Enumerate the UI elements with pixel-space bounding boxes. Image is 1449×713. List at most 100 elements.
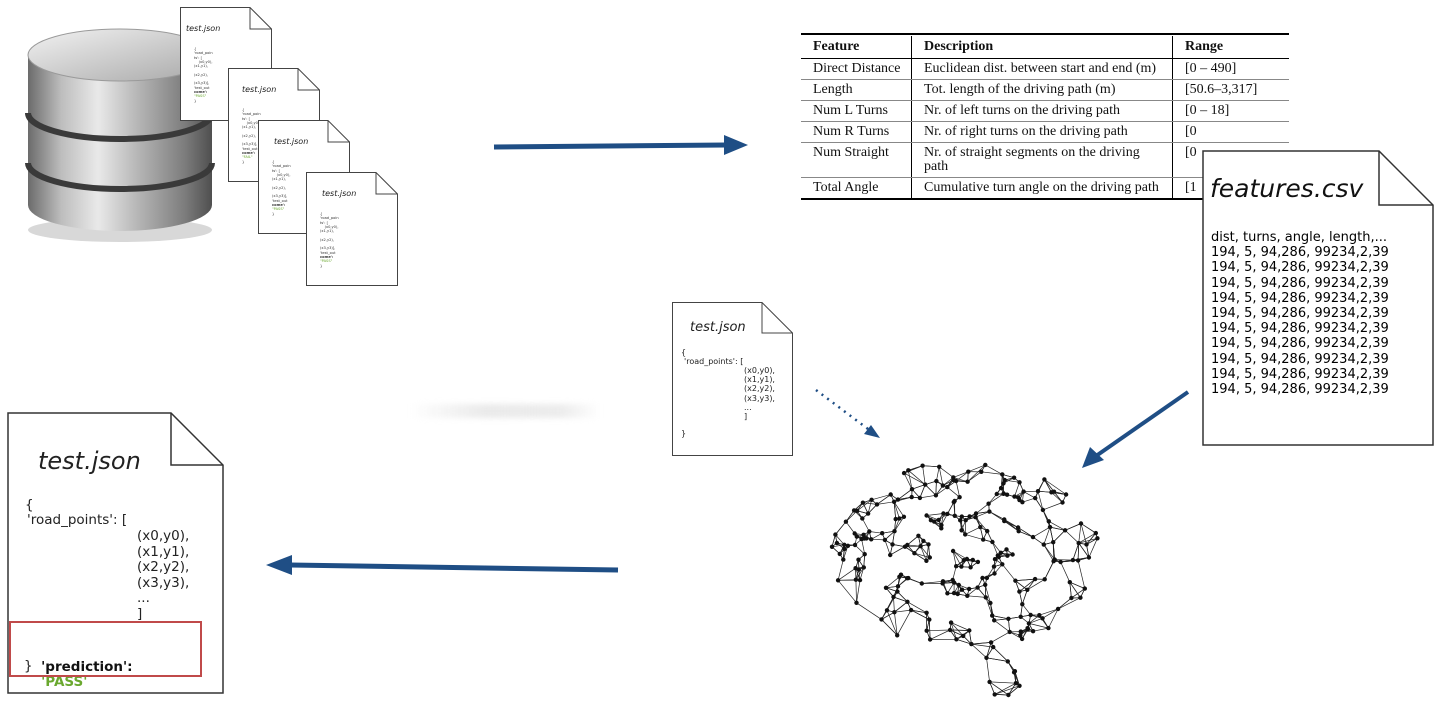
network-node: [906, 468, 911, 473]
network-node: [927, 637, 933, 642]
network-node: [939, 526, 944, 531]
network-node: [1076, 540, 1081, 546]
network-node: [895, 497, 901, 502]
network-edge: [928, 619, 931, 640]
stacked-doc-line: "FAIL": [242, 155, 253, 160]
network-node: [1004, 492, 1010, 497]
network-node: [1046, 519, 1051, 524]
network-node: [862, 552, 867, 557]
network-node: [859, 536, 864, 542]
network-edge: [986, 657, 1008, 662]
network-edge: [1071, 588, 1086, 599]
network-edge: [1080, 523, 1087, 545]
stacked-doc-line: (x2,y2),: [272, 185, 286, 190]
network-node: [845, 543, 851, 548]
network-node: [984, 655, 989, 660]
network-edge: [919, 484, 926, 499]
network-node: [1078, 521, 1084, 526]
network-edge: [994, 618, 1009, 621]
network-edge: [894, 601, 908, 613]
network-node: [917, 495, 923, 501]
csv-row: 194, 5, 94,286, 99234,2,39: [1211, 306, 1389, 322]
network-node: [985, 528, 990, 534]
network-node: [864, 536, 869, 541]
network-node: [926, 542, 931, 547]
network-node: [865, 511, 871, 516]
network-node: [1005, 659, 1010, 664]
network-node: [1006, 692, 1011, 698]
network-edge: [886, 610, 898, 636]
table-cell-range: [0 – 490]: [1172, 58, 1289, 80]
network-edge: [1021, 589, 1028, 605]
stacked-doc-line: (x2,y2),: [320, 237, 334, 242]
arrow-to-features: [493, 135, 748, 155]
network-edge: [881, 611, 895, 620]
network-edge: [950, 622, 964, 637]
network-node: [994, 491, 999, 497]
network-node: [983, 595, 988, 600]
network-node: [927, 617, 932, 622]
network-node: [1037, 613, 1042, 618]
network-node: [892, 610, 897, 615]
network-edge: [952, 550, 962, 567]
network-edge: [924, 484, 937, 496]
network-node: [991, 644, 996, 650]
network-node: [973, 515, 978, 520]
arrow-csv-to-model: [1082, 390, 1190, 468]
network-node: [895, 633, 900, 638]
network-edge: [947, 486, 960, 498]
network-node: [1041, 542, 1046, 547]
network-edge: [855, 579, 857, 603]
stacked-doc-line: (x3,y3)],: [242, 142, 258, 147]
network-edge: [911, 484, 926, 490]
network-node: [852, 542, 858, 548]
network-node: [978, 524, 983, 530]
network-node: [951, 590, 957, 596]
csv-row: 194, 5, 94,286, 99234,2,39: [1211, 366, 1389, 382]
stacked-doc-line: 'test_out: [320, 250, 336, 255]
network-edge: [922, 465, 926, 485]
network-node: [869, 497, 874, 502]
stacked-doc-line: (x3,y3)],: [194, 81, 210, 86]
network-edge: [981, 471, 1003, 475]
network-edge: [1072, 557, 1089, 561]
network-node: [945, 511, 950, 517]
network-edge: [871, 494, 891, 501]
network-node: [1020, 500, 1025, 505]
network-node: [980, 575, 985, 581]
network-edge: [1009, 631, 1023, 640]
network-node: [1007, 629, 1012, 635]
input-json-document: test.json { 'road_points': [ (x0,y0),(x1…: [672, 302, 793, 456]
network-edge: [993, 620, 1010, 633]
network-node: [901, 514, 907, 519]
network-edge: [1022, 603, 1031, 616]
network-node: [998, 550, 1003, 555]
network-edge: [907, 544, 921, 547]
network-edge: [896, 609, 912, 636]
network-edge: [911, 609, 927, 614]
network-node: [979, 469, 984, 474]
network-node: [897, 516, 902, 521]
network-node: [920, 463, 925, 468]
network-edge: [949, 629, 964, 637]
network-node: [984, 575, 990, 581]
table-cell-description: Euclidean dist. between start and end (m…: [911, 58, 1173, 80]
network-node: [1017, 683, 1022, 688]
network-edge: [876, 501, 895, 505]
stacked-doc-line: come':: [320, 254, 334, 259]
network-node: [947, 627, 953, 633]
network-edge: [1078, 537, 1098, 544]
network-edge: [894, 518, 900, 532]
network-node: [1082, 586, 1087, 591]
stacked-doc-line: {: [272, 160, 275, 164]
stacked-doc-line: }: [272, 211, 275, 216]
network-node: [1051, 540, 1056, 545]
stacked-doc-line: }: [194, 98, 197, 103]
network-edge: [1015, 580, 1028, 591]
network-edge: [1077, 560, 1086, 589]
network-node: [981, 537, 986, 542]
network-edge: [965, 526, 981, 535]
network-node: [909, 487, 915, 492]
network-node: [990, 613, 995, 618]
